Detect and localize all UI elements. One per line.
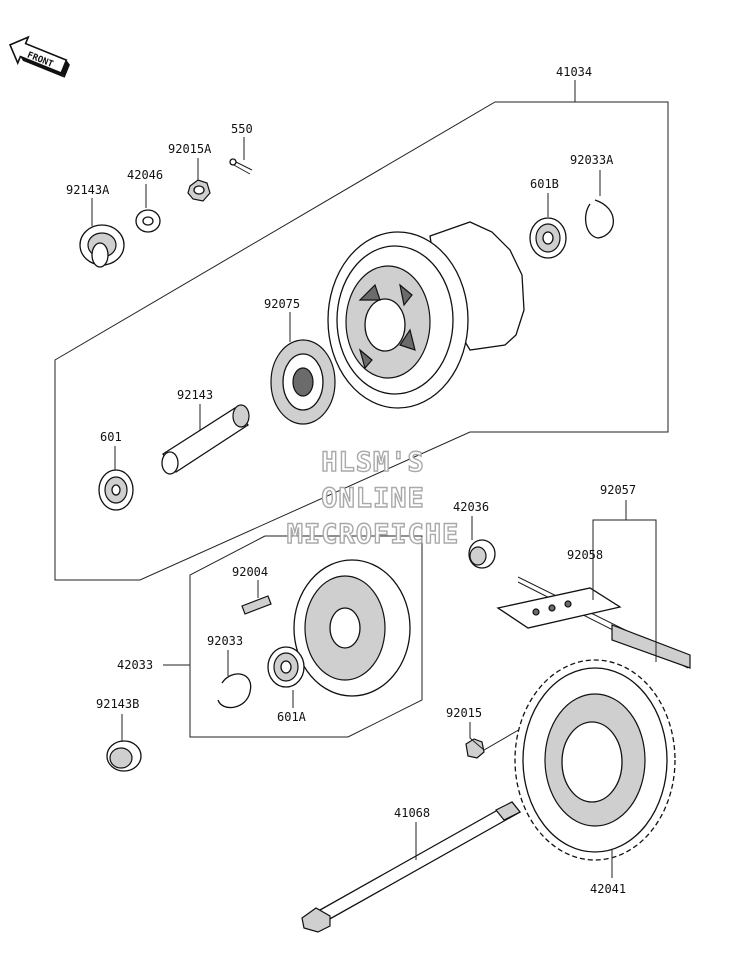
- callout-601: 601: [100, 430, 122, 444]
- chain-joint-92058-part: [496, 587, 622, 629]
- washer-42046-part: [135, 209, 161, 233]
- callout-42046: 42046: [127, 168, 163, 182]
- bearing-601a-part: [267, 646, 305, 688]
- coupling-group-outline: [189, 535, 423, 738]
- axle-41068-part: [301, 801, 521, 933]
- callout-92015a: 92015A: [168, 142, 212, 156]
- hub-group-outline: [54, 101, 669, 581]
- circlip-92033-part: [217, 673, 252, 709]
- callout-92033: 92033: [207, 634, 243, 648]
- callout-601b: 601B: [530, 177, 559, 191]
- callout-42033: 42033: [117, 658, 153, 672]
- callout-550: 550: [231, 122, 253, 136]
- callout-92004: 92004: [232, 565, 268, 579]
- cotter-pin-550-part: [229, 158, 253, 175]
- bearing-601-part: [98, 469, 134, 511]
- callout-42036: 42036: [453, 500, 489, 514]
- nut-92015a-part: [187, 179, 211, 202]
- callout-92057: 92057: [600, 483, 636, 497]
- chain-92057-part: [517, 576, 691, 669]
- circlip-92033a-part: [584, 199, 614, 239]
- collar-92143a-part: [79, 224, 125, 268]
- leader-92015: [469, 722, 523, 751]
- callout-41034: 41034: [556, 65, 592, 79]
- callout-92143b: 92143B: [96, 697, 139, 711]
- callout-92015: 92015: [446, 706, 482, 720]
- watermark-line-3: MICROFICHE: [287, 519, 460, 550]
- callout-41068: 41068: [394, 806, 430, 820]
- callout-42041: 42041: [590, 882, 626, 896]
- damper-92075-part: [270, 339, 336, 425]
- collar-92143b-part: [106, 740, 142, 772]
- callout-92033a: 92033A: [570, 153, 614, 167]
- watermark-line-1: HLSM'S: [321, 447, 425, 478]
- watermark: HLSM'S ONLINE MICROFICHE: [286, 446, 460, 550]
- stud-92004-part: [241, 595, 272, 615]
- collar-92143-part: [161, 404, 250, 475]
- callout-601a: 601A: [277, 710, 307, 724]
- front-arrow-badge: FRONT: [8, 35, 70, 78]
- nut-92015-part: [465, 738, 485, 759]
- sprocket-42041-part: [514, 659, 676, 861]
- callout-92143a: 92143A: [66, 183, 110, 197]
- callout-92143: 92143: [177, 388, 213, 402]
- collar-42036-part: [468, 539, 496, 569]
- bearing-601b-part: [529, 217, 567, 259]
- rear-hub-part: [327, 221, 525, 409]
- coupling-42033-part: [293, 559, 411, 697]
- callout-92075: 92075: [264, 297, 300, 311]
- watermark-line-2: ONLINE: [321, 483, 425, 514]
- leader-92057: [592, 519, 657, 662]
- callout-92058: 92058: [567, 548, 603, 562]
